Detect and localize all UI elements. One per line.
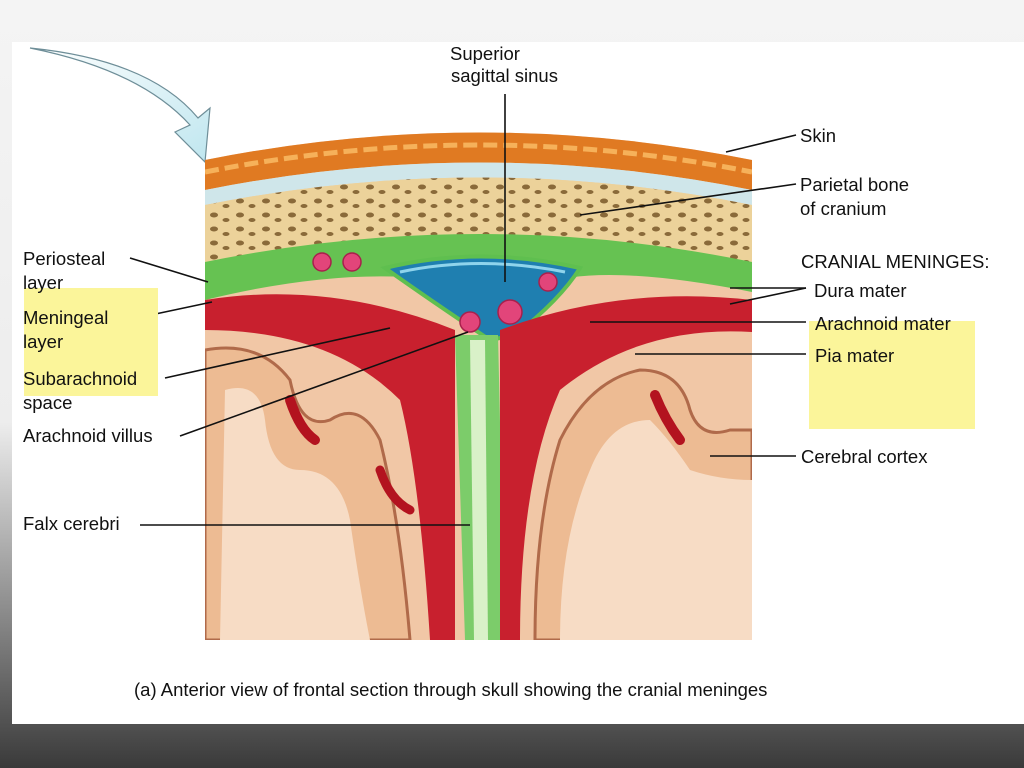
label-skin: Skin (800, 125, 836, 146)
label-superior-sinus-2: sagittal sinus (451, 65, 558, 86)
arachnoid-villi (312, 252, 558, 333)
label-parietal-1: Parietal bone (800, 174, 910, 195)
meninges-illustration (29, 47, 807, 640)
leader-lines (129, 94, 807, 526)
label-meningeal-1: Meningeal (23, 307, 109, 328)
pointer-arrow (29, 47, 211, 164)
label-periosteal-2: layer (23, 272, 64, 293)
label-meningeal-2: layer (23, 331, 64, 352)
label-dura-mater: Dura mater (814, 280, 907, 301)
label-arachnoid-mater: Arachnoid mater (815, 313, 951, 334)
highlight-box-right (809, 321, 975, 429)
label-subarachnoid-2: space (23, 392, 73, 413)
label-parietal-2: of cranium (800, 198, 887, 219)
label-arachnoid-villus: Arachnoid villus (23, 425, 153, 446)
label-subarachnoid-1: Subarachnoid (23, 368, 138, 389)
label-falx-cerebri: Falx cerebri (23, 513, 120, 534)
slide: Superior sagittal sinus Skin Parietal bo… (12, 42, 1024, 724)
label-cerebral-cortex: Cerebral cortex (801, 446, 928, 467)
highlight-box-left (24, 288, 158, 396)
label-pia-mater: Pia mater (815, 345, 895, 366)
left-vessel-layer (205, 294, 455, 640)
label-superior-sinus-1: Superior (450, 43, 520, 64)
right-vessel-layer (500, 296, 752, 640)
figure-caption: (a) Anterior view of frontal section thr… (134, 679, 768, 700)
label-periosteal-1: Periosteal (23, 248, 106, 269)
superior-sagittal-sinus (380, 254, 584, 343)
label-cranial-meninges: CRANIAL MENINGES: (801, 251, 990, 272)
